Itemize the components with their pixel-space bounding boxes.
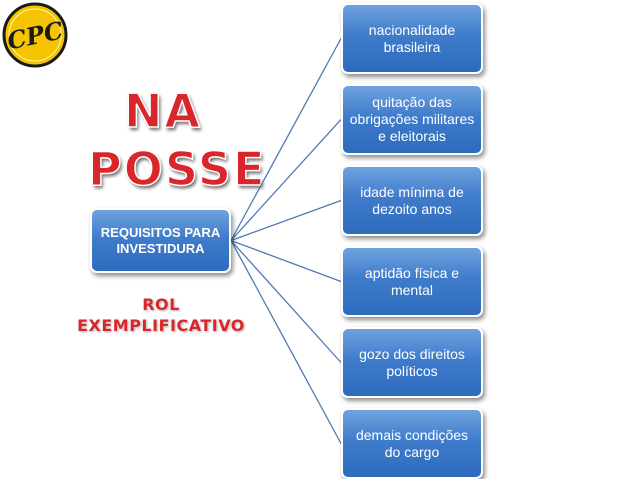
connector-line — [230, 240, 342, 363]
child-node-label: gozo dos direitos políticos — [359, 345, 465, 379]
child-node-label: quitação das obrigações militares e elei… — [349, 94, 475, 144]
child-node-label: demais condições do cargo — [355, 426, 469, 460]
subtitle-line-2: EXEMPLIFICATIVO — [77, 316, 245, 335]
child-node-label: aptidão física e mental — [364, 264, 460, 298]
root-node-label: REQUISITOS PARA INVESTIDURA — [100, 224, 221, 256]
child-node-label: nacionalidade brasileira — [368, 21, 456, 55]
child-node-minimum-age: idade mínima de dezoito anos — [341, 165, 483, 236]
connector-line — [230, 38, 342, 241]
connector-line — [230, 119, 342, 241]
root-node: REQUISITOS PARA INVESTIDURA — [90, 208, 231, 273]
page-title-line-2: POSSE — [87, 142, 267, 196]
child-node-label: idade mínima de dezoito anos — [360, 183, 464, 217]
child-node-military-electoral: quitação das obrigações militares e elei… — [341, 84, 483, 155]
subtitle-line-1: ROL — [142, 295, 180, 314]
child-node-nationality: nacionalidade brasileira — [341, 3, 483, 74]
child-node-other-conditions: demais condições do cargo — [341, 408, 483, 479]
page-title-line-1: NA — [123, 84, 203, 138]
connector-line — [230, 239, 342, 283]
child-node-physical-mental: aptidão física e mental — [341, 246, 483, 317]
cpc-logo: CPC — [2, 2, 68, 68]
child-node-political-rights: gozo dos direitos políticos — [341, 327, 483, 398]
connector-line — [230, 199, 342, 242]
connector-line — [230, 240, 342, 444]
